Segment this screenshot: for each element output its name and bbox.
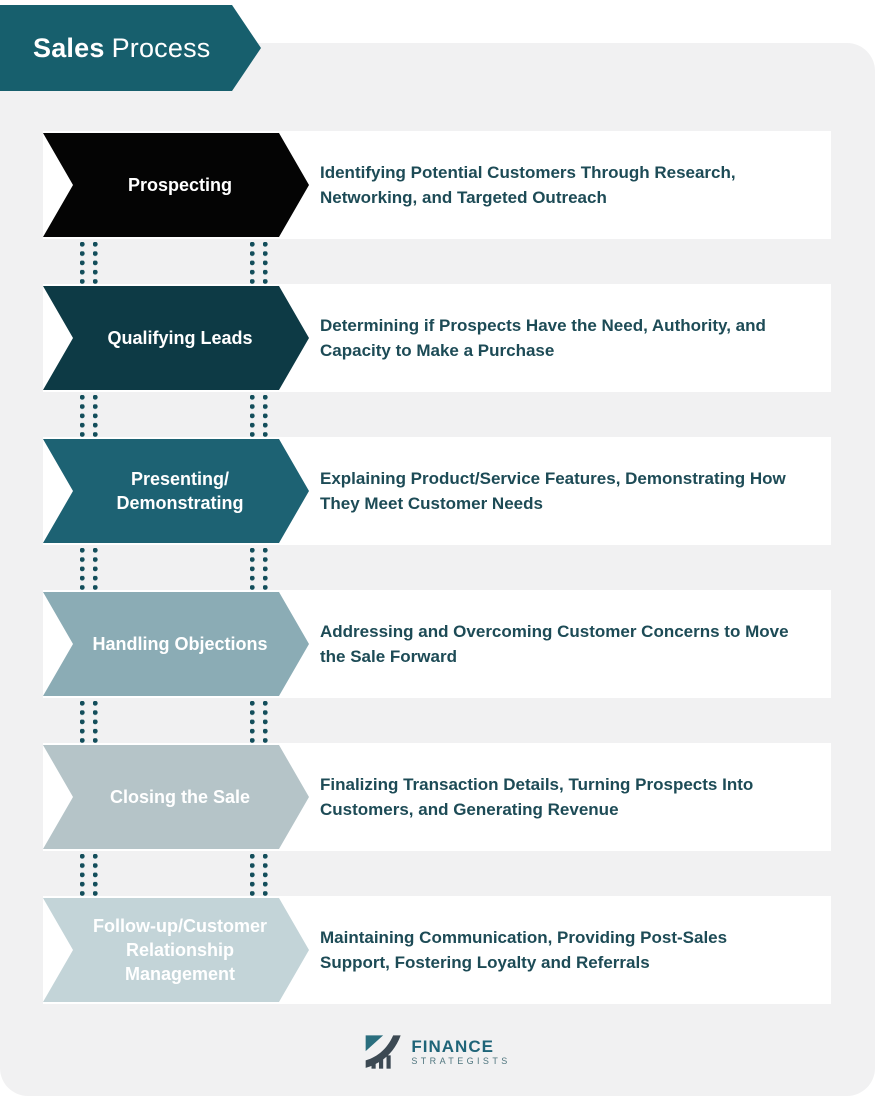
connector-dots — [80, 242, 98, 284]
step-arrow-shape: Follow-up/Customer Relationship Manageme… — [43, 898, 309, 1002]
step-label: Handling Objections — [92, 634, 268, 654]
step-arrow-shape: Qualifying Leads — [43, 286, 309, 390]
title-banner: Sales Process — [0, 5, 261, 91]
step-label: Qualifying Leads — [107, 328, 253, 348]
step-description: Finalizing Transaction Details, Turning … — [320, 775, 754, 819]
step-label: Follow-up/Customer Relationship Manageme… — [93, 916, 267, 984]
connector-dots — [250, 395, 268, 437]
connector-dots — [80, 701, 98, 743]
step-label: Closing the Sale — [109, 787, 251, 807]
content-card: Prospecting Identifying Potential Custom… — [0, 43, 875, 1096]
brand-wordmark: FINANCE STRATEGISTS — [411, 1036, 511, 1067]
brand-subname: STRATEGISTS — [411, 1055, 511, 1066]
step-arrow-shape: Handling Objections — [43, 592, 309, 696]
connector-dots — [250, 701, 268, 743]
step-description: Explaining Product/Service Features, Dem… — [320, 469, 786, 513]
connector-dots — [250, 242, 268, 284]
process-step-row: Prospecting Identifying Potential Custom… — [43, 131, 831, 239]
step-arrow-shape: Closing the Sale — [43, 745, 309, 849]
connector-dots — [80, 395, 98, 437]
step-description: Maintaining Communication, Providing Pos… — [320, 928, 728, 972]
brand-logo: FINANCE STRATEGISTS — [0, 1033, 875, 1071]
connector-dots — [250, 548, 268, 590]
connector-dots — [80, 548, 98, 590]
process-step-row: Presenting/ Demonstrating Explaining Pro… — [43, 437, 831, 545]
step-description: Determining if Prospects Have the Need, … — [320, 316, 766, 360]
step-arrow-shape: Prospecting — [43, 133, 309, 237]
step-label: Prospecting — [127, 175, 233, 195]
page-title-regular: Process — [111, 32, 211, 63]
process-step-row: Follow-up/Customer Relationship Manageme… — [43, 896, 831, 1004]
step-description: Identifying Potential Customers Through … — [320, 163, 736, 207]
brand-name: FINANCE — [411, 1036, 494, 1056]
page-title-bold: Sales — [33, 32, 105, 63]
process-step-row: Handling Objections Addressing and Overc… — [43, 590, 831, 698]
connector-dots — [80, 854, 98, 896]
step-arrow-shape: Presenting/ Demonstrating — [43, 439, 309, 543]
process-step-row: Closing the Sale Finalizing Transaction … — [43, 743, 831, 851]
step-label: Presenting/ Demonstrating — [116, 469, 244, 513]
process-step-row: Qualifying Leads Determining if Prospect… — [43, 284, 831, 392]
connector-dots — [250, 854, 268, 896]
step-description: Addressing and Overcoming Customer Conce… — [320, 622, 789, 666]
finance-strategists-logo-icon — [366, 1035, 402, 1069]
